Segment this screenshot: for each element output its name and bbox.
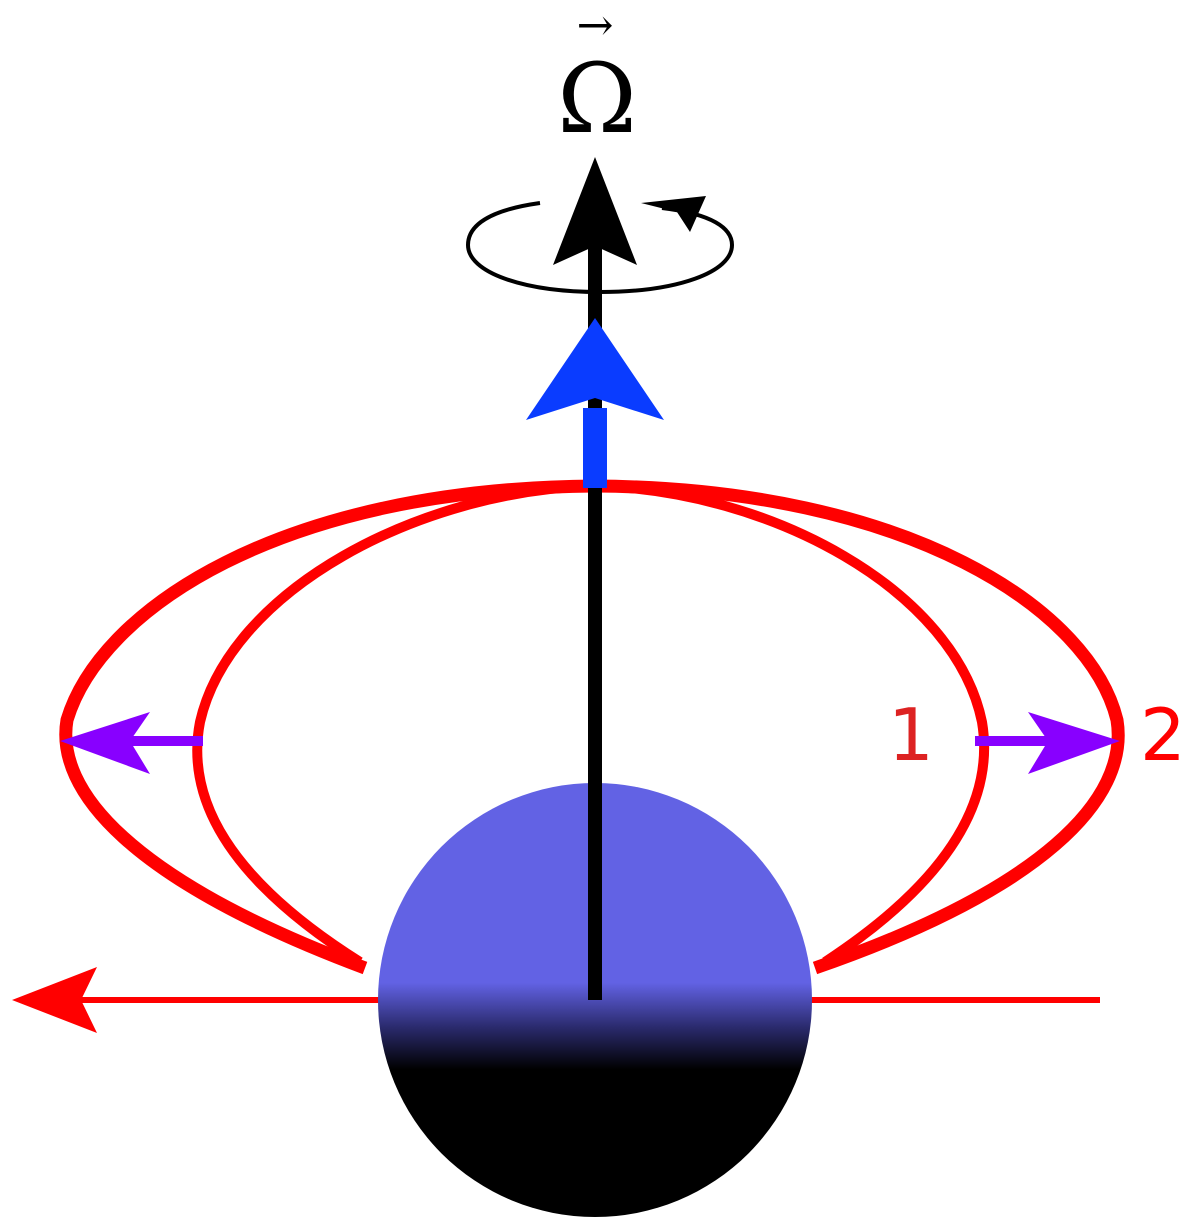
equatorial-arrow-icon	[12, 967, 97, 1033]
rotation-arrowhead-icon	[641, 196, 706, 232]
rotation-arrow-icon	[465, 201, 735, 295]
omega-vector-marker: →	[577, 0, 614, 51]
axial-arrow-shaft	[583, 408, 607, 488]
omega-label: Ω	[557, 43, 637, 155]
loop-label-2: 2	[1140, 693, 1186, 777]
axial-arrow-icon	[526, 318, 664, 420]
rotation-axis-arrowhead-icon	[553, 157, 637, 265]
loop-label-1: 1	[888, 693, 934, 777]
expansion-arrow-right-icon	[1028, 712, 1120, 774]
expansion-arrow-left-icon	[60, 712, 150, 774]
